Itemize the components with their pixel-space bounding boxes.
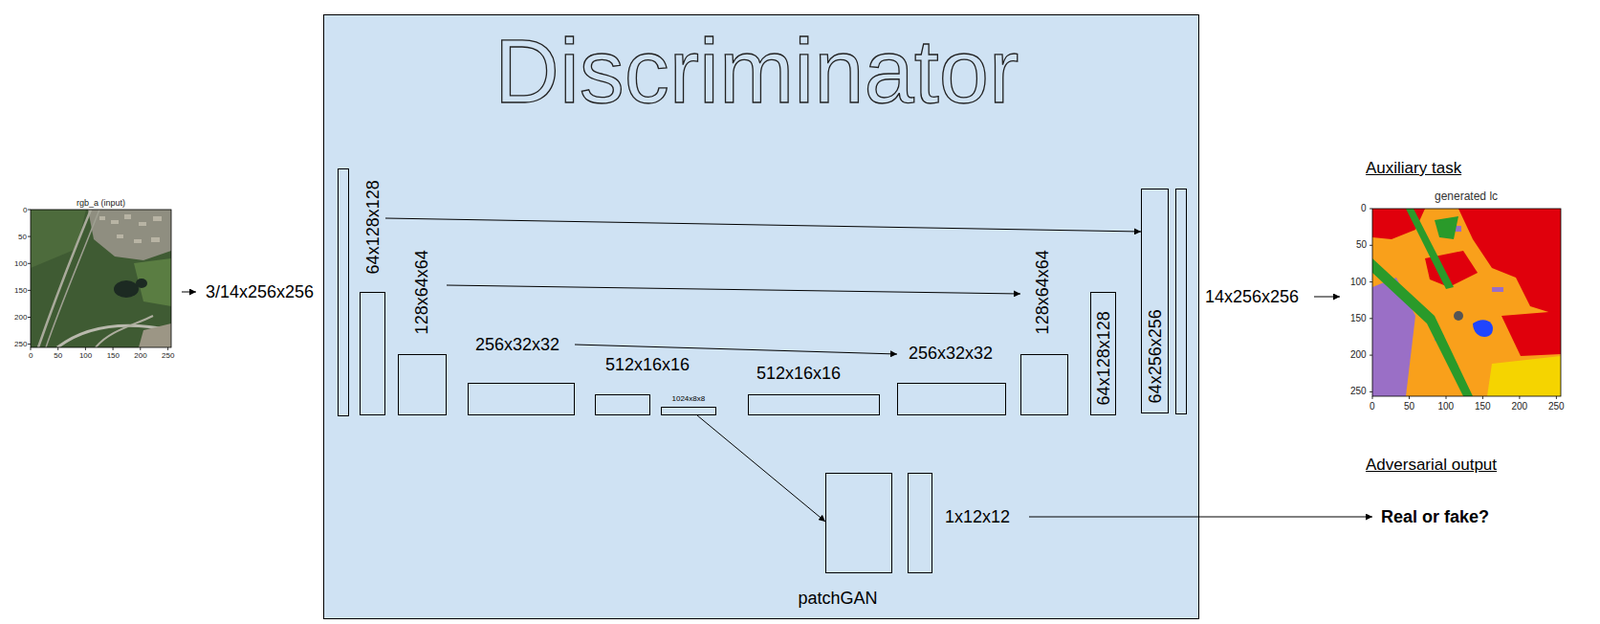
feature-map-bar	[660, 406, 717, 416]
annotation-label: 200	[133, 350, 147, 360]
annotation-label: 250	[161, 350, 175, 360]
skip-connection	[574, 344, 898, 354]
annotation-label: 250	[1548, 400, 1565, 413]
land-cover-map	[1372, 208, 1561, 396]
dimension-label: 512x16x16	[756, 363, 841, 384]
layer-block: 64x128x128	[1090, 291, 1117, 416]
layer-block: 256x32x32	[897, 343, 1007, 417]
dimension-label: 1024x8x8	[672, 394, 706, 403]
annotation-label: Adversarial output	[1365, 455, 1497, 475]
annotation-label: 200	[1350, 349, 1367, 361]
dimension-label: 512x16x16	[605, 354, 690, 375]
dimension-label: 1x12x12	[944, 506, 1010, 527]
annotation-label: 150	[107, 350, 120, 360]
dimension-label: 256x32x32	[475, 334, 560, 355]
output-block: patchGAN	[825, 472, 893, 573]
annotation-label: 3/14x256x256	[205, 282, 314, 303]
layer-block: 64x256x256	[1140, 188, 1169, 414]
dimension-label: 64x256x256	[1144, 308, 1165, 403]
annotation-label: 150	[1474, 400, 1491, 413]
feature-map-bar	[594, 394, 651, 416]
diagram-heading: Discriminator	[494, 26, 1019, 117]
feature-map-bar	[747, 394, 880, 416]
skip-connection	[385, 218, 1141, 232]
dimension-label: 256x32x32	[908, 343, 993, 364]
annotation-label: generated lc	[1434, 190, 1498, 204]
annotation-label: Auxiliary task	[1365, 158, 1462, 178]
annotation-label: 100	[1350, 276, 1367, 288]
annotation-label: 14x256x256	[1205, 286, 1299, 307]
discriminator-box: Discriminator 64x128x128 128x64x64 256x32x3…	[323, 14, 1200, 619]
annotation-label: 0	[1369, 400, 1376, 413]
annotation-label: 0	[28, 350, 33, 360]
layer-block: 256x32x32	[467, 334, 575, 417]
annotation-label: 100	[1437, 400, 1454, 413]
annotation-label: 50	[53, 350, 63, 360]
annotation-label: Real or fake?	[1380, 506, 1490, 527]
feature-map-bar	[397, 353, 447, 416]
dimension-label: patchGAN	[798, 588, 878, 609]
layer-block: 512x16x16	[747, 363, 880, 417]
annotation-label: 250	[14, 339, 27, 349]
annotation-label: 50	[1403, 400, 1415, 413]
annotation-label: 100	[79, 350, 92, 360]
layer-block: 128x64x64	[397, 249, 447, 416]
dimension-label: 64x128x128	[1093, 310, 1114, 405]
annotation-label: 250	[1350, 385, 1367, 397]
layer-block: 1024x8x8	[660, 394, 717, 417]
dimension-label: 128x64x64	[1032, 249, 1053, 334]
skip-connection	[697, 415, 826, 522]
annotation-label: 150	[14, 285, 27, 295]
feature-map-bar	[467, 382, 575, 416]
annotation-label: 50	[18, 232, 27, 242]
feature-map-bar	[1020, 353, 1069, 416]
annotation-label: 50	[1356, 239, 1367, 251]
annotation-label: 0	[1360, 202, 1367, 215]
dimension-label: 64x128x128	[362, 179, 383, 274]
annotation-label: 200	[1511, 400, 1528, 413]
annotation-label: 150	[1350, 312, 1367, 325]
annotation-label: 200	[14, 312, 27, 322]
satellite-image	[30, 209, 172, 348]
dimension-label: 128x64x64	[412, 249, 433, 334]
output-block: 1x12x12	[907, 472, 933, 573]
layer-block: 64x128x128	[359, 179, 386, 416]
layer-block: 128x64x64	[1020, 249, 1069, 416]
annotation-label: rgb_a (input)	[76, 197, 126, 208]
skip-connection	[446, 284, 1021, 294]
annotation-label: 0	[22, 205, 27, 215]
feature-map-bar	[897, 382, 1007, 416]
feature-map-bar	[359, 291, 386, 416]
annotation-label: 100	[14, 259, 27, 268]
